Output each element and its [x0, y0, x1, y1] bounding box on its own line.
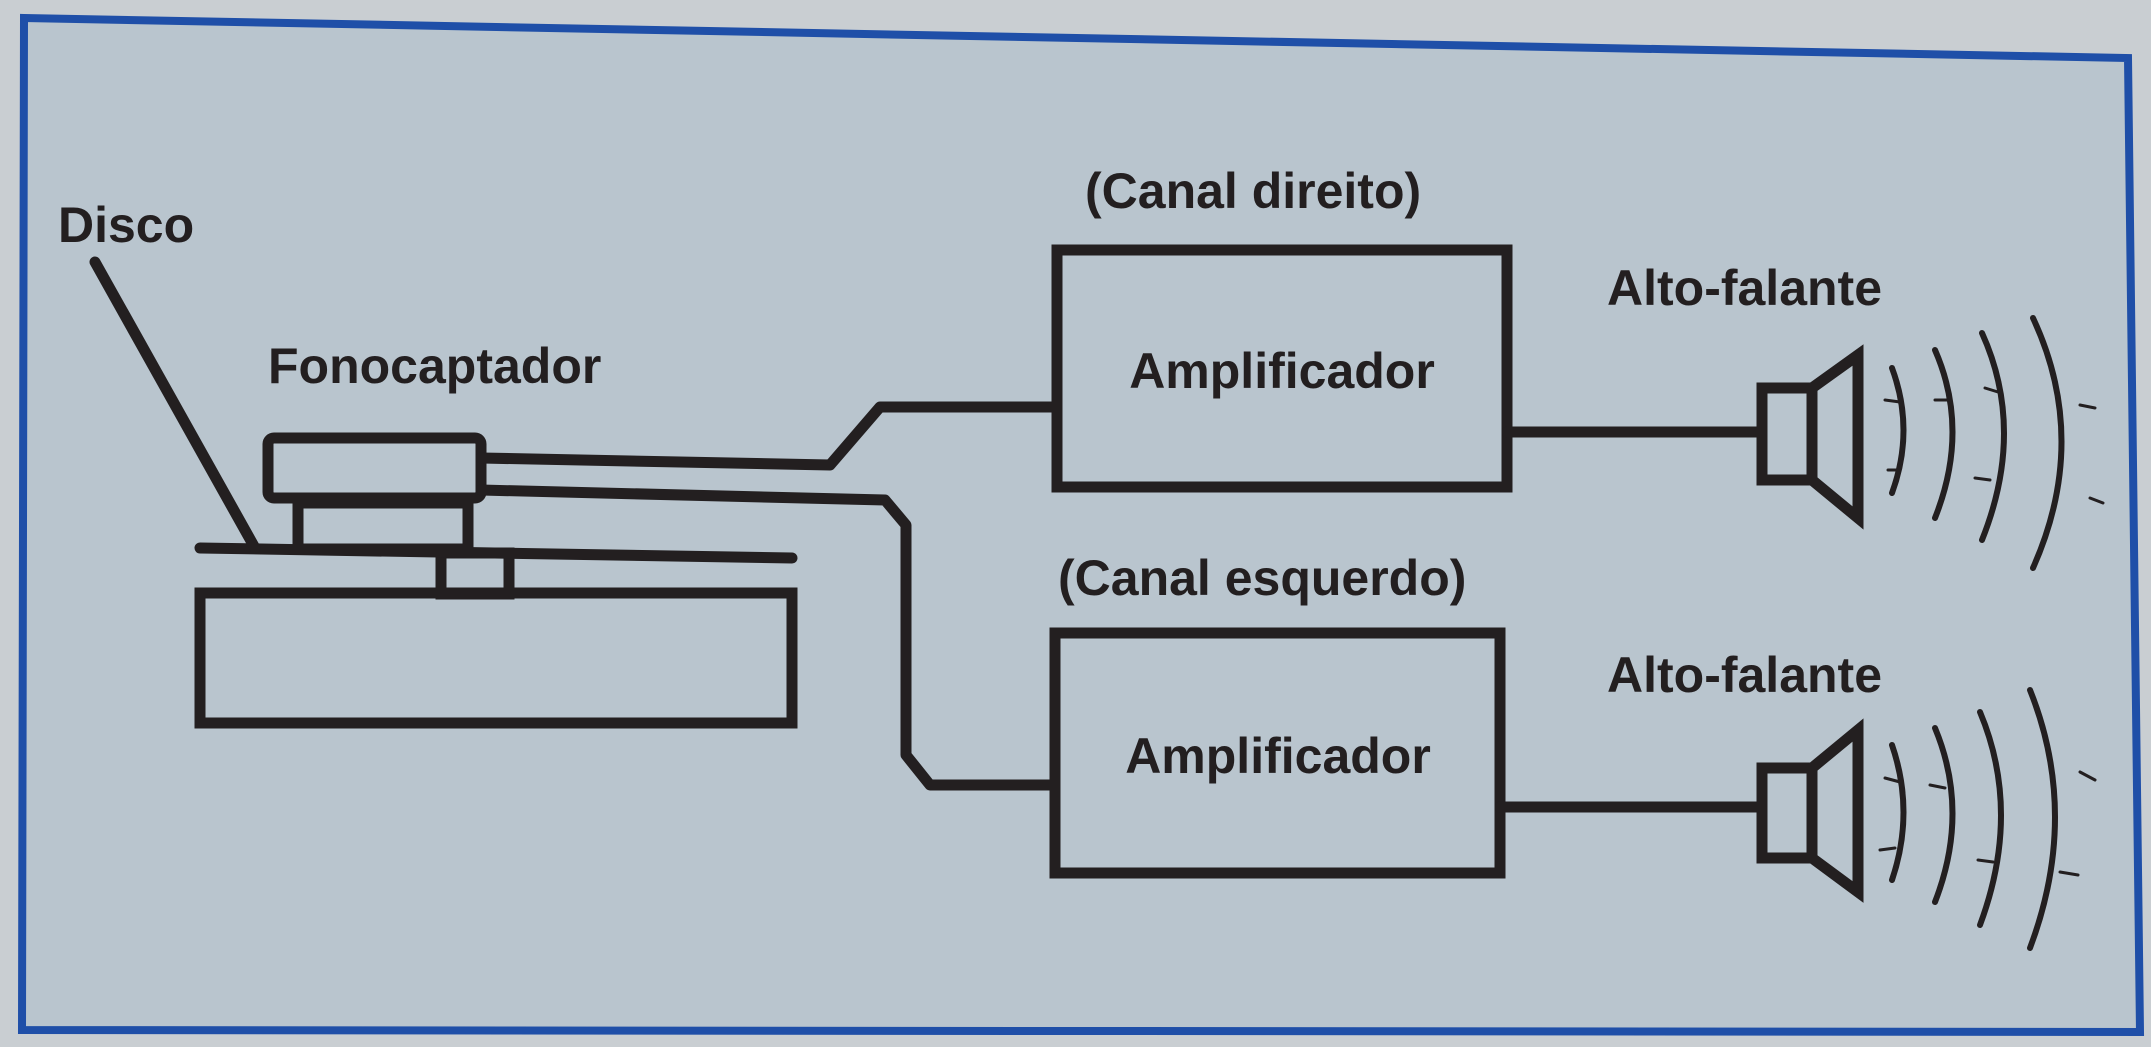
wave-left-2 — [1932, 725, 1956, 905]
wave-dash — [2088, 496, 2105, 505]
pickup — [262, 432, 487, 555]
wire-left-channel — [475, 484, 1061, 791]
pickup-stylus-holder — [292, 497, 474, 555]
speaker-right-label: Alto-falante — [1607, 260, 1882, 316]
wire-right-channel — [475, 401, 1061, 471]
disc-label: Disco — [58, 197, 194, 253]
amplifier-right-label: Amplificador — [1129, 343, 1435, 399]
speaker-right — [1756, 344, 1864, 530]
disc-pointer-line — [89, 256, 261, 554]
wave-dash — [1976, 858, 1995, 864]
wave-dash — [1928, 783, 1947, 790]
speaker-left — [1756, 718, 1864, 903]
sound-waves-left — [1878, 687, 2097, 951]
amplifier-left — [1049, 627, 1506, 879]
wave-dash — [1883, 776, 1902, 784]
pickup-label: Fonocaptador — [268, 338, 601, 394]
wave-right-1 — [1889, 365, 1907, 496]
wave-left-1 — [1889, 742, 1907, 883]
wave-left-4 — [2027, 687, 2058, 951]
wave-right-4 — [2030, 315, 2065, 571]
wave-dash — [2078, 770, 2097, 782]
left-channel-label: (Canal esquerdo) — [1058, 550, 1466, 606]
wave-dash — [2058, 870, 2080, 877]
wave-dash — [1983, 386, 2000, 394]
speaker-right-cone — [1806, 344, 1864, 530]
wave-dash — [2078, 403, 2097, 410]
right-channel-label: (Canal direito) — [1085, 163, 1421, 219]
wave-dash — [1973, 476, 1992, 482]
speaker-left-label: Alto-falante — [1607, 647, 1882, 703]
panel-border — [17, 13, 2145, 1037]
wave-left-3 — [1977, 709, 2004, 928]
amplifier-right — [1051, 244, 1513, 493]
wave-dash — [1878, 846, 1897, 852]
wave-right-2 — [1932, 347, 1956, 521]
speaker-left-cone — [1806, 718, 1864, 903]
wave-right-3 — [1979, 330, 2007, 543]
sound-waves-right — [1883, 315, 2105, 571]
wave-dash — [1883, 398, 1902, 404]
amplifier-left-label: Amplificador — [1125, 728, 1431, 784]
